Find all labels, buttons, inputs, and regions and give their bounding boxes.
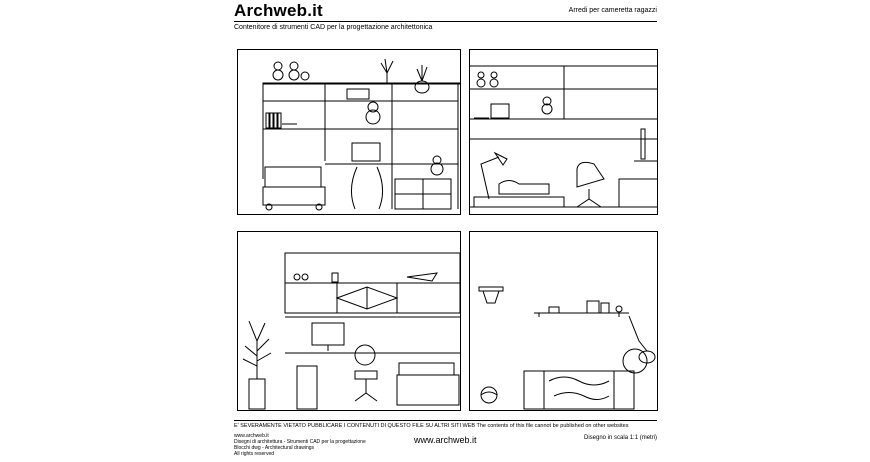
elevation-drawing-1 — [237, 49, 461, 215]
brand-logo: Archweb.it — [234, 1, 323, 20]
footer-divider — [234, 420, 657, 421]
footer-website[interactable]: www.archweb.it — [414, 435, 477, 445]
tagline: Contenitore di strumenti CAD per la prog… — [234, 24, 433, 31]
footer-credits: www.archweb.it Disegni di architettura -… — [234, 433, 366, 457]
elevation-drawing-4 — [469, 231, 658, 411]
footer-line: www.archweb.it — [234, 433, 269, 439]
footer-line: All rights reserved — [234, 451, 275, 457]
footer-line: Blocchi dwg - Architectural drawings — [234, 445, 315, 451]
footer-line: Disegni di architettura - Strumenti CAD … — [234, 439, 366, 445]
elevation-drawing-3 — [237, 231, 461, 411]
elevation-drawing-2 — [469, 49, 658, 215]
scale-label: Disegno in scala 1:1 (metri) — [584, 435, 658, 441]
drawing-subtitle: Arredi per cameretta ragazzi — [568, 7, 657, 14]
header-divider — [234, 21, 657, 22]
copyright-notice: E' SEVERAMENTE VIETATO PUBBLICARE I CONT… — [234, 423, 629, 429]
